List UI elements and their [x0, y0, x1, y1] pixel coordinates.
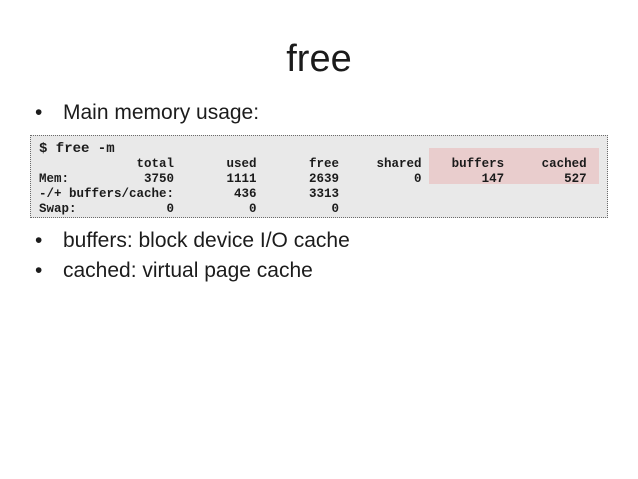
bullet-item-cached: • cached: virtual page cache [35, 258, 313, 284]
terminal-line-command: $ free -m [39, 141, 115, 157]
bullet-icon: • [35, 229, 43, 252]
terminal-line-buffers-cache: -/+ buffers/cache: 436 3313 [39, 187, 340, 201]
terminal-line-mem: Mem: 3750 1111 2639 0 147 527 [39, 172, 587, 186]
terminal-line-header: total used free shared buffers cached [39, 157, 587, 171]
bullet-text-buffers: buffers: block device I/O cache [63, 229, 350, 252]
bullet-text-main-memory: Main memory usage: [63, 101, 260, 124]
terminal-output: $ free -m total used free shared buffers… [30, 135, 608, 218]
bullet-item-buffers: • buffers: block device I/O cache [35, 228, 350, 254]
buffers-cached-column-highlight [429, 148, 599, 184]
bullet-item-main-memory: • Main memory usage: [35, 100, 259, 126]
bullet-icon: • [35, 259, 43, 282]
page-title: free [286, 38, 352, 80]
terminal-line-swap: Swap: 0 0 0 [39, 202, 340, 216]
bullet-text-cached: cached: virtual page cache [63, 259, 313, 282]
bullet-icon: • [35, 101, 43, 124]
